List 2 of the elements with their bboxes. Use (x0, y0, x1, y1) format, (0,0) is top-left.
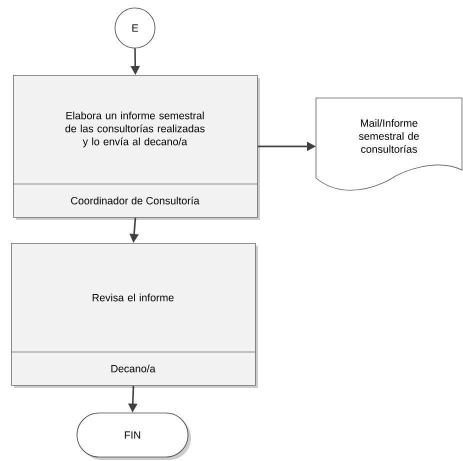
process-box: Elabora un informe semestral de las consultorías realizadas y lo envía al decano/a Coordinador de Consultoría (12, 75, 260, 220)
process-box: Revisa el informe Decano/a (10, 243, 258, 388)
